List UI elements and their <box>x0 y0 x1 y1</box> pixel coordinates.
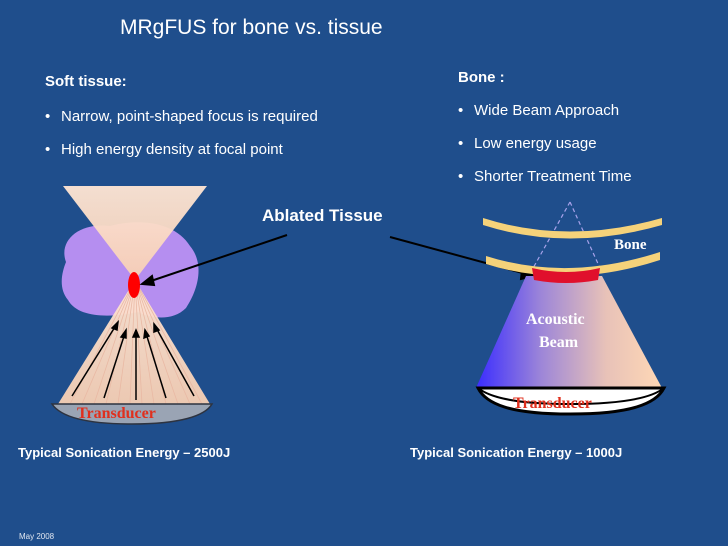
bone-energy-label: Typical Sonication Energy – 1000J <box>410 445 623 460</box>
bone-bullet-3: • Shorter Treatment Time <box>458 168 632 185</box>
bone-label: Bone <box>614 237 647 253</box>
bone-heading: Bone : <box>458 69 505 86</box>
bullet-glyph: • <box>45 141 51 158</box>
soft-tissue-energy-label: Typical Sonication Energy – 2500J <box>18 445 231 460</box>
ablated-bone-region <box>532 268 600 283</box>
bullet-glyph: • <box>45 108 51 125</box>
sonication-arrows <box>71 319 195 400</box>
bullet-text: Shorter Treatment Time <box>474 168 632 185</box>
slide-title: MRgFUS for bone vs. tissue <box>120 16 383 39</box>
soft-tissue-bullet-1: • Narrow, point-shaped focus is required <box>45 108 318 125</box>
pointer-arrows <box>139 234 537 287</box>
bullet-glyph: • <box>458 102 464 119</box>
acoustic-beam-label-1: Acoustic <box>526 311 585 328</box>
soft-tissue-heading: Soft tissue: <box>45 73 127 90</box>
bullet-text: Low energy usage <box>474 135 597 152</box>
right-transducer <box>475 386 667 416</box>
bullet-glyph: • <box>458 168 464 185</box>
bullet-text: High energy density at focal point <box>61 141 283 158</box>
bone-upper-layer <box>483 218 662 239</box>
acoustic-beam <box>476 276 662 388</box>
lower-cone <box>58 280 210 404</box>
bullet-glyph: • <box>458 135 464 152</box>
upper-cone <box>63 186 207 280</box>
soft-tissue-diagram <box>50 186 214 425</box>
footer-date: May 2008 <box>19 532 55 541</box>
right-transducer-label: Transducer <box>513 395 592 412</box>
left-transducer <box>50 403 214 425</box>
bullet-text: Wide Beam Approach <box>474 102 620 119</box>
bullet-text: Narrow, point-shaped focus is required <box>61 108 318 125</box>
ablated-tissue-label: Ablated Tissue <box>262 206 383 225</box>
left-transducer-label: Transducer <box>77 405 156 422</box>
acoustic-beam-label-2: Beam <box>539 334 579 351</box>
soft-tissue-bullet-2: • High energy density at focal point <box>45 141 283 158</box>
bone-lower-layer <box>486 252 660 277</box>
bone-bullet-2: • Low energy usage <box>458 135 597 152</box>
bone-bullet-1: • Wide Beam Approach <box>458 102 619 119</box>
focal-point <box>128 272 140 298</box>
bone-diagram <box>475 201 667 416</box>
